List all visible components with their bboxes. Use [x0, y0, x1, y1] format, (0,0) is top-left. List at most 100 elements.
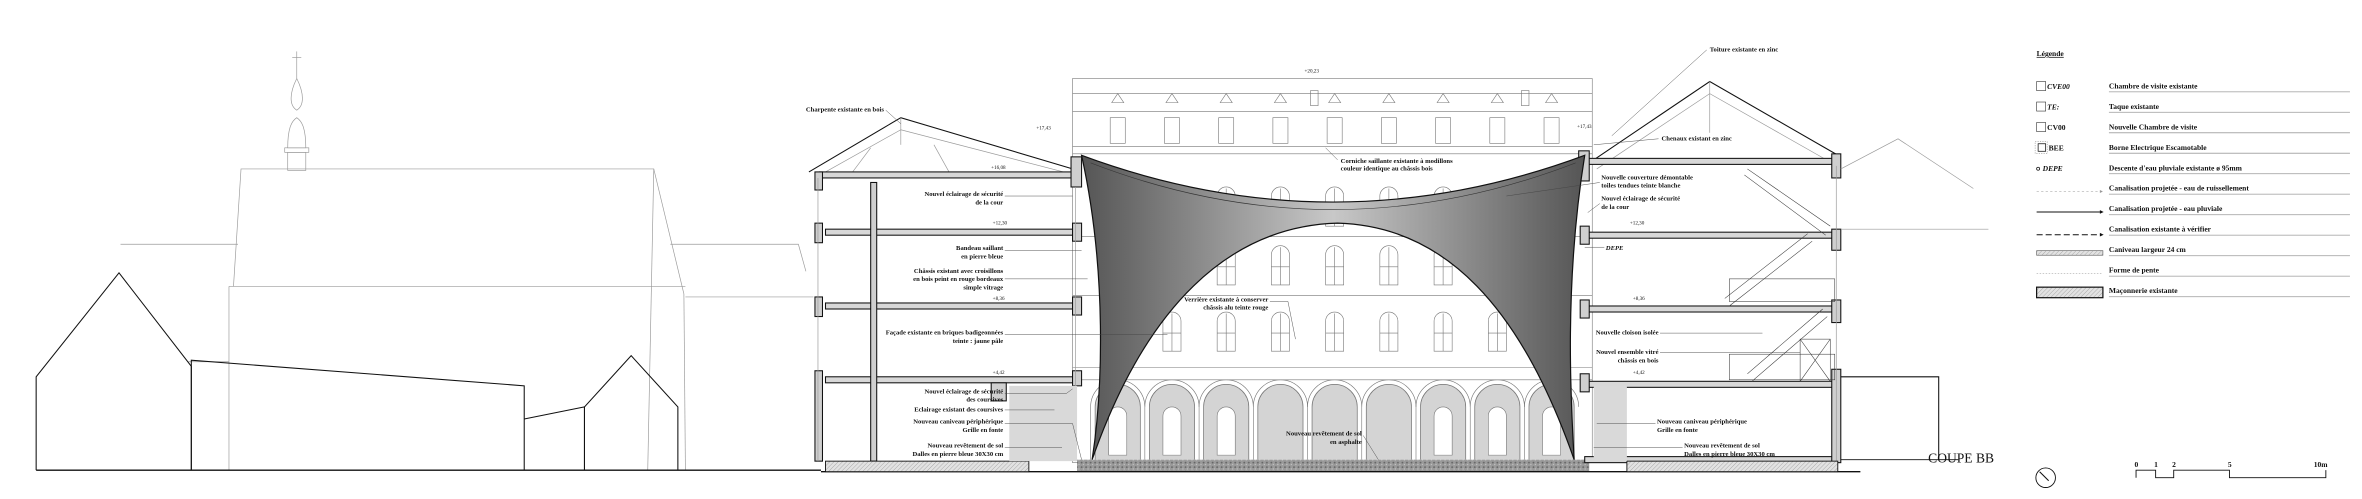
arched-window: [1216, 406, 1236, 456]
label-cloison: Nouvelle cloison isolée: [1596, 330, 1659, 337]
legend-circle-icon: [2036, 166, 2041, 171]
legend-label: Nouvelle Chambre de visite: [2109, 122, 2198, 131]
arched-window: [1325, 245, 1344, 286]
label-ensemble-vitre: Nouvel ensemble vitré: [1596, 349, 1658, 356]
dormer-window: [1489, 117, 1506, 144]
legend-label: Caniveau largeur 24 cm: [2109, 245, 2187, 254]
legend-code: CV00: [2047, 123, 2066, 132]
legend-code: DEPE: [2042, 164, 2063, 173]
legend-item: Canalisation projetée - eau pluviale: [2036, 204, 2350, 216]
arcade-arch: [1311, 383, 1358, 460]
legend-box-icon: [2036, 122, 2046, 132]
label-chassis: simple vitrage: [963, 284, 1003, 291]
label-facade: teinte : jaune pâle: [953, 338, 1004, 345]
dormer-window: [1218, 117, 1235, 144]
long-building: [190, 359, 525, 471]
section-title: COUPE BB: [1928, 451, 1994, 466]
courtyard-floor-asphalt: [1077, 459, 1590, 472]
level-l1-right: +4,42: [1633, 370, 1645, 376]
dormer-window: [1381, 117, 1397, 144]
arched-window: [1162, 406, 1182, 456]
roof-vent-icon: [1328, 93, 1342, 103]
roof-vent-icon: [1490, 93, 1504, 103]
scale-tick-0: 0: [2135, 460, 2139, 469]
label-eclairage-coursives-new: des coursives: [966, 397, 1003, 404]
legend-box-icon: [2036, 81, 2046, 91]
arched-window: [1433, 311, 1453, 352]
roof-vent-icon: [1111, 93, 1125, 103]
church: [120, 51, 814, 471]
label-revetement-right: Nouveau revêtement de sol: [1684, 443, 1760, 450]
scale-tick-2: 2: [2172, 460, 2176, 469]
legend-title: Légende: [2037, 49, 2065, 58]
arched-window: [1379, 311, 1399, 352]
legend-item: Canalisation projetée - eau de ruisselle…: [2036, 184, 2350, 195]
legend-code: CVE00: [2047, 82, 2070, 91]
legend-hatched-box-icon: [2036, 286, 2104, 299]
dormer-window: [1435, 117, 1451, 144]
legend-code: TE:: [2047, 103, 2059, 112]
legend-dotted-arrow-icon: [2036, 189, 2103, 194]
north-arrow-icon: [2035, 467, 2056, 488]
legend-label: Forme de pente: [2109, 266, 2160, 275]
scale-tick-10m: 10m: [2314, 460, 2329, 469]
scale-tick-5: 5: [2228, 460, 2232, 469]
arched-window: [1271, 245, 1290, 286]
legend-solid-arrow-icon: [2036, 210, 2104, 214]
label-chenaux: Chenaux existant en zinc: [1662, 135, 1732, 142]
label-verriere: Verrière existante à conserver: [1184, 296, 1268, 303]
legend-label: Canalisation projetée - eau de ruisselle…: [2109, 184, 2249, 193]
label-bandeau: Bandeau saillant: [956, 245, 1004, 252]
arcade-arch: [1365, 383, 1412, 460]
roof-vent-icon: [1219, 93, 1233, 103]
label-facade: Façade existante en briques badigeonnées: [886, 330, 1004, 337]
legend-item: TE: Taque existante: [2036, 101, 2350, 113]
house-gable-small: [583, 354, 679, 471]
house-gable-left: [35, 271, 192, 471]
staircase: [1724, 168, 1836, 382]
tensile-canopy: [1080, 154, 1586, 460]
arched-window: [1325, 311, 1344, 352]
link-building: [524, 406, 586, 471]
legend-box-icon: [2036, 101, 2046, 112]
arched-window: [1108, 406, 1128, 456]
level-cornice-left: +17,43: [1036, 126, 1051, 132]
level-ridge: +20,23: [1305, 69, 1320, 75]
label-verriere: châssis alu teinte rouge: [1203, 305, 1268, 312]
arched-window: [1379, 186, 1399, 227]
arched-window: [1271, 311, 1290, 352]
context-buildings-right: [1840, 138, 1989, 461]
label-depe: DEPE: [1605, 245, 1624, 252]
level-l2-left: +8,36: [993, 296, 1005, 302]
arched-window: [1433, 406, 1453, 456]
legend-label: Maçonnerie existante: [2109, 286, 2178, 295]
label-asphalte: Nouveau revêtement de sol: [1286, 431, 1362, 438]
arched-window: [1325, 186, 1344, 227]
arcade-arch: [1257, 383, 1304, 460]
legend-item: DEPE Descente d'eau pluviale existante ø …: [2036, 163, 2350, 175]
roof-vent-icon: [1382, 93, 1396, 103]
label-eclairage-coursives-existing: Eclairage existant des coursives: [914, 406, 1003, 413]
dormer-window: [1109, 117, 1126, 144]
dormer-window: [1164, 117, 1180, 144]
label-eclairage-cour-left: de la cour: [975, 199, 1003, 206]
legend-label: Taque existante: [2109, 102, 2160, 111]
legend-label: Borne Electrique Escamotable: [2109, 143, 2207, 152]
level-l1-left: +4,42: [993, 370, 1005, 376]
label-eclairage-coursives-new: Nouvel éclairage de sécurité: [924, 388, 1003, 395]
context-buildings-left: [35, 51, 821, 471]
label-caniveau-left: Nouveau caniveau périphérique: [913, 418, 1003, 425]
scale-bar: 0 1 2 5 10m: [2135, 460, 2329, 479]
legend-label: Descente d'eau pluviale existante ø 95mm: [2109, 163, 2243, 172]
label-revetement-right: Dalles en pierre bleue 30X30 cm: [1684, 451, 1775, 458]
legend-dashed-arrow-icon: [2036, 232, 2104, 237]
level-markers: +20,23 +17,43 +17,43 +16,08 +12,30 +12,3…: [991, 69, 1645, 376]
legend-item: CV00 Nouvelle Chambre de visite: [2036, 122, 2350, 134]
arched-window: [1271, 186, 1290, 227]
legend-item: Caniveau largeur 24 cm: [2036, 245, 2350, 257]
label-eclairage-cour-left: Nouvel éclairage de sécurité: [924, 191, 1003, 198]
scale-tick-1: 1: [2154, 460, 2158, 469]
